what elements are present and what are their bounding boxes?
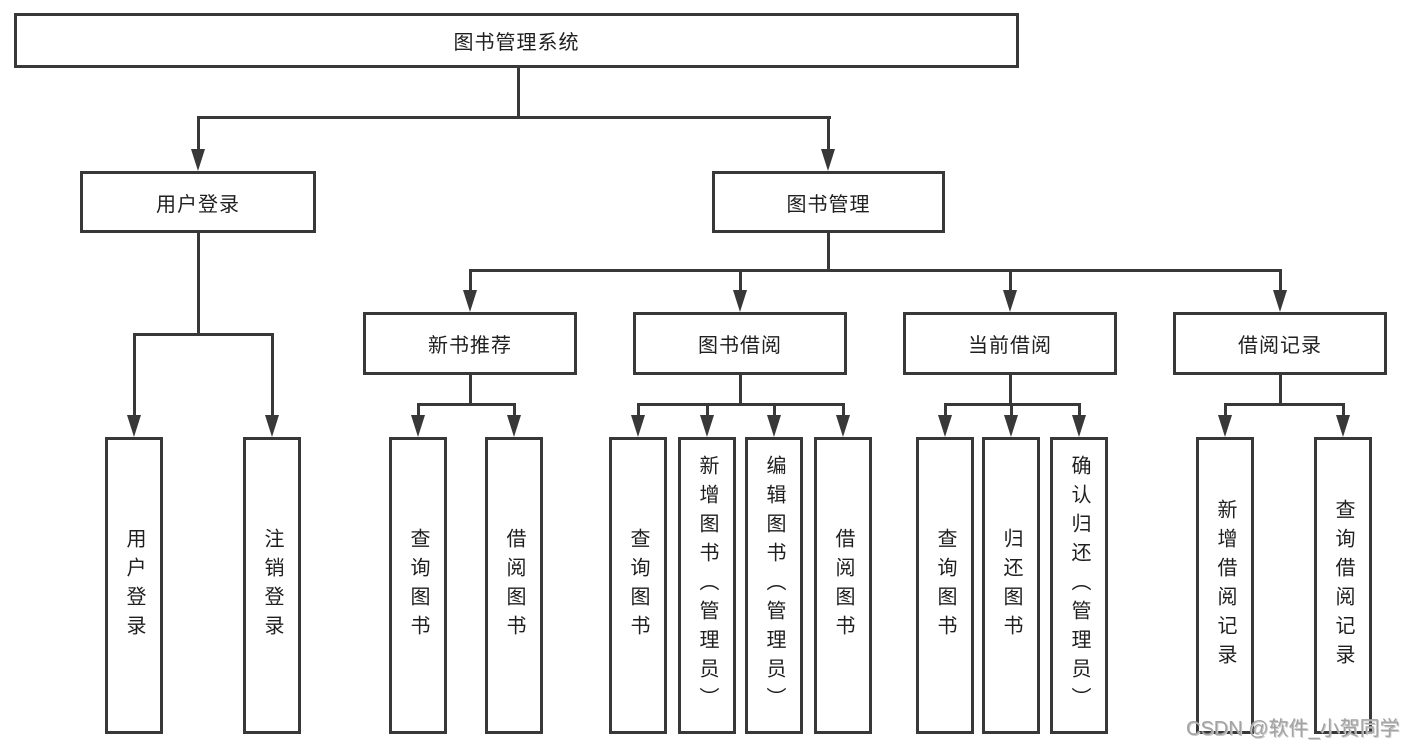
leaf-label: 新增图书（管理员） — [696, 455, 718, 716]
arrow-down-icon — [767, 415, 781, 437]
leaf-add-borrow-record: 新增借阅记录 — [1196, 437, 1254, 734]
node-label: 新书推荐 — [428, 335, 512, 357]
connector-line — [197, 116, 831, 119]
connector-line — [1279, 375, 1282, 405]
leaf-query-books-borrow: 查询图书 — [609, 437, 667, 734]
leaf-return-books: 归还图书 — [982, 437, 1040, 734]
connector-line — [1078, 403, 1081, 417]
connector-line — [271, 333, 274, 417]
connector-line — [739, 375, 742, 405]
leaf-label: 查询图书 — [934, 527, 956, 644]
node-new-book-recommendation: 新书推荐 — [363, 312, 577, 375]
arrow-down-icon — [1273, 290, 1287, 312]
node-label: 用户登录 — [156, 193, 240, 216]
leaf-label: 新增借阅记录 — [1214, 498, 1236, 673]
leaf-label: 查询图书 — [407, 527, 429, 644]
arrow-down-icon — [700, 415, 714, 437]
leaf-label: 借阅图书 — [832, 527, 854, 644]
arrow-down-icon — [1218, 415, 1232, 437]
node-book-management: 图书管理 — [712, 171, 945, 233]
leaf-query-books-recommend: 查询图书 — [389, 437, 447, 734]
node-book-borrowing: 图书借阅 — [633, 312, 847, 375]
arrow-down-icon — [938, 415, 952, 437]
leaf-query-books-current: 查询图书 — [916, 437, 974, 734]
arrow-down-icon — [1004, 415, 1018, 437]
connector-line — [1009, 375, 1012, 405]
node-label: 图书借阅 — [698, 335, 782, 357]
arrow-down-icon — [821, 149, 835, 171]
connector-line — [417, 403, 420, 417]
arrow-down-icon — [191, 149, 205, 171]
leaf-confirm-return-admin: 确认归还（管理员） — [1050, 437, 1108, 734]
leaf-label: 查询图书 — [627, 527, 649, 644]
leaf-label: 借阅图书 — [503, 527, 525, 644]
connector-line — [417, 403, 516, 406]
connector-line — [739, 269, 742, 292]
arrow-down-icon — [411, 415, 425, 437]
connector-line — [1224, 403, 1345, 406]
connector-line — [469, 269, 472, 292]
arrow-down-icon — [733, 290, 747, 312]
leaf-query-borrow-record: 查询借阅记录 — [1314, 437, 1372, 734]
connector-line — [1224, 403, 1227, 417]
connector-line — [944, 403, 947, 417]
arrow-down-icon — [265, 415, 279, 437]
connector-line — [1010, 403, 1013, 417]
connector-line — [827, 116, 830, 151]
connector-line — [1279, 269, 1282, 292]
arrow-down-icon — [1336, 415, 1350, 437]
arrow-down-icon — [631, 415, 645, 437]
connector-line — [197, 233, 200, 335]
leaf-label: 确认归还（管理员） — [1068, 455, 1090, 716]
connector-line — [513, 403, 516, 417]
node-label: 图书管理 — [786, 193, 871, 216]
csdn-watermark: CSDN @软件_小贺同学 — [1186, 718, 1400, 740]
connector-line — [1009, 269, 1012, 292]
connector-line — [637, 403, 845, 406]
leaf-add-book-admin: 新增图书（管理员） — [678, 437, 736, 734]
connector-line — [517, 68, 520, 118]
node-user-login-branch: 用户登录 — [80, 171, 316, 233]
connector-line — [133, 333, 274, 336]
node-label: 当前借阅 — [968, 335, 1052, 357]
leaf-label: 归还图书 — [1000, 527, 1022, 644]
leaf-borrow-books-recommend: 借阅图书 — [485, 437, 543, 734]
connector-line — [706, 403, 709, 417]
connector-line — [842, 403, 845, 417]
node-borrowing-records: 借阅记录 — [1173, 312, 1387, 375]
arrow-down-icon — [836, 415, 850, 437]
connector-line — [133, 333, 136, 417]
node-book-management-system: 图书管理系统 — [14, 13, 1019, 68]
leaf-label: 用户登录 — [123, 527, 145, 644]
connector-line — [773, 403, 776, 417]
node-label: 图书管理系统 — [453, 32, 580, 54]
arrow-down-icon — [463, 290, 477, 312]
leaf-label: 查询借阅记录 — [1332, 498, 1354, 673]
leaf-label: 注销登录 — [261, 527, 283, 644]
arrow-down-icon — [507, 415, 521, 437]
arrow-down-icon — [1072, 415, 1086, 437]
leaf-logout: 注销登录 — [243, 437, 301, 734]
node-label: 借阅记录 — [1238, 335, 1322, 357]
node-current-borrowing: 当前借阅 — [903, 312, 1117, 375]
connector-line — [469, 269, 1282, 272]
connector-line — [197, 116, 200, 151]
connector-line — [1342, 403, 1345, 417]
leaf-edit-book-admin: 编辑图书（管理员） — [745, 437, 803, 734]
leaf-user-login: 用户登录 — [105, 437, 163, 734]
connector-line — [469, 375, 472, 405]
connector-line — [827, 233, 830, 271]
leaf-borrow-books: 借阅图书 — [814, 437, 872, 734]
connector-line — [637, 403, 640, 417]
arrow-down-icon — [127, 415, 141, 437]
arrow-down-icon — [1003, 290, 1017, 312]
leaf-label: 编辑图书（管理员） — [763, 455, 785, 716]
